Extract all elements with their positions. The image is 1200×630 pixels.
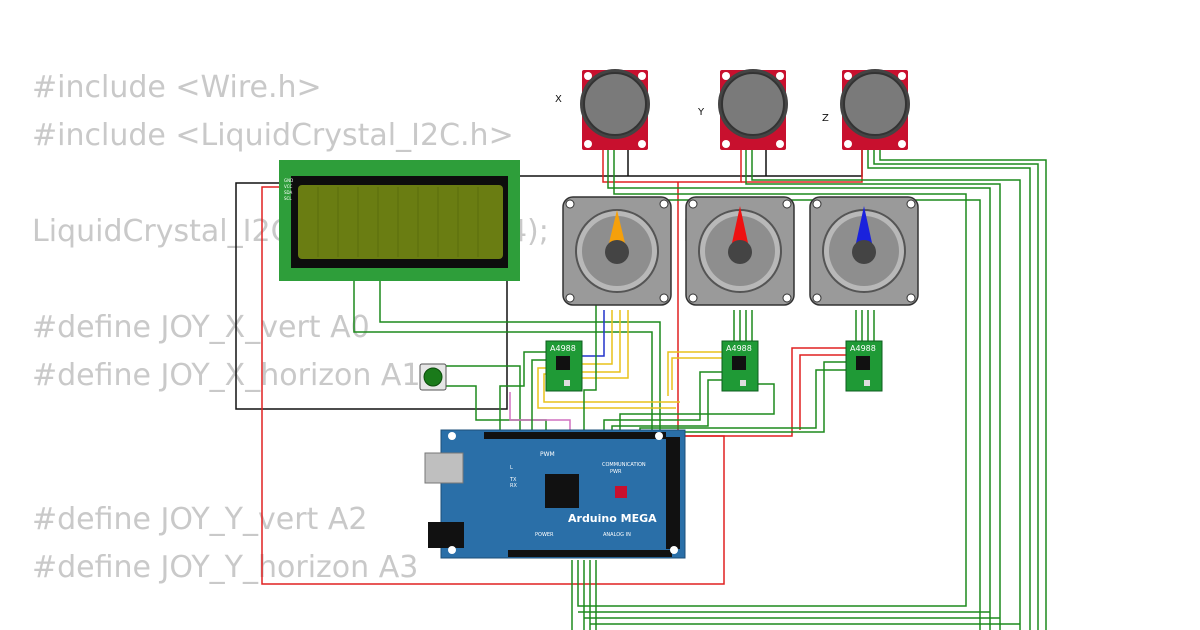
wire-green-m2 bbox=[733, 310, 753, 342]
joystick-y-label: Y bbox=[697, 107, 705, 118]
code-line: #define JOY_Y_horizon A3 bbox=[32, 550, 419, 585]
joystick-x-label: X bbox=[555, 94, 562, 105]
wire-green-m3 bbox=[855, 310, 875, 342]
wire-green-d1a bbox=[531, 359, 548, 436]
joystick-z-label: Z bbox=[822, 113, 829, 124]
wire-green-d2c bbox=[619, 383, 775, 436]
code-line: #define JOY_Y_vert A2 bbox=[32, 502, 368, 537]
driver-1-label: A4988 bbox=[550, 344, 576, 353]
wire-green-d1b bbox=[499, 351, 548, 436]
wire-green-btn bbox=[446, 365, 521, 436]
stepper-motor-2[interactable] bbox=[685, 196, 795, 306]
wire-blue-d1 bbox=[582, 310, 605, 357]
wire-red-joy bbox=[602, 148, 742, 183]
arduino-led-l: L bbox=[510, 465, 513, 471]
arduino-power-label: POWER bbox=[535, 532, 554, 538]
arduino-pwr-label: PWR bbox=[610, 469, 622, 475]
push-button[interactable] bbox=[419, 363, 447, 391]
code-line: #define JOY_X_vert A0 bbox=[32, 310, 370, 345]
wire-green-j3c bbox=[879, 148, 1047, 630]
wire-green-j1b bbox=[577, 148, 967, 607]
motor-1-pointer bbox=[609, 210, 625, 243]
arduino-mega[interactable]: Arduino MEGA PWM COMMUNICATION POWER ANA… bbox=[424, 429, 686, 559]
arduino-communication-label: COMMUNICATION bbox=[602, 462, 646, 468]
motor-3-pointer bbox=[856, 206, 872, 243]
lcd-module[interactable]: GND VCC SDA SCL bbox=[279, 160, 520, 281]
wire-red-drv3 bbox=[678, 347, 848, 437]
wire-pink-btn bbox=[509, 392, 571, 436]
arduino-led-rx: RX bbox=[510, 483, 517, 489]
driver-2[interactable]: A4988 bbox=[721, 340, 759, 392]
arduino-led-tx: TX bbox=[509, 477, 517, 483]
driver-2-label: A4988 bbox=[726, 344, 752, 353]
driver-3[interactable]: A4988 bbox=[845, 340, 883, 392]
driver-3-label: A4988 bbox=[850, 344, 876, 353]
driver-1[interactable]: A4988 bbox=[545, 340, 583, 392]
code-background: #include <Wire.h> #include <LiquidCrysta… bbox=[32, 64, 781, 592]
lcd-pin-sda: SDA bbox=[284, 190, 293, 195]
code-line: #include <LiquidCrystal_I2C.h> bbox=[32, 118, 514, 153]
arduino-pwm-label: PWM bbox=[540, 451, 555, 458]
stepper-motor-3[interactable] bbox=[809, 196, 919, 306]
wire-red-joy3 bbox=[741, 148, 863, 183]
joystick-z[interactable]: Z bbox=[822, 69, 910, 150]
wire-green-j3b bbox=[873, 148, 1039, 630]
wire-red-drv3b bbox=[799, 354, 848, 430]
code-line: #define JOY_X_horizon A1 bbox=[32, 358, 421, 393]
wire-yellow-d2b bbox=[671, 357, 724, 390]
wire-yellow-m1b bbox=[582, 310, 621, 373]
wire-green-btn2 bbox=[446, 385, 547, 436]
wire-yellow-d1a bbox=[537, 367, 676, 409]
wire-yellow-d2a bbox=[667, 351, 724, 396]
lcd-pin-vcc: VCC bbox=[284, 184, 293, 189]
joystick-x[interactable]: X bbox=[555, 69, 650, 150]
stepper-motor-1[interactable] bbox=[562, 196, 672, 306]
wire-green-d2a bbox=[603, 371, 724, 436]
motor-2-pointer bbox=[732, 206, 748, 243]
wire-green-j2b bbox=[751, 148, 1021, 630]
wire-green-j1a bbox=[607, 148, 991, 630]
wire-yellow-m1a bbox=[582, 310, 613, 365]
wire-green-d2b bbox=[611, 379, 724, 436]
lcd-pin-gnd: GND bbox=[284, 178, 293, 183]
lcd-pin-scl: SCL bbox=[284, 196, 292, 201]
wires bbox=[235, 148, 1047, 630]
code-line: #include <Wire.h> bbox=[32, 70, 322, 105]
arduino-name: Arduino MEGA bbox=[568, 512, 657, 525]
joystick-y[interactable]: Y bbox=[697, 69, 788, 150]
wire-green-j3a bbox=[867, 148, 1031, 630]
arduino-analog-in-label: ANALOG IN bbox=[603, 532, 631, 538]
wire-green-j2a bbox=[745, 148, 1001, 630]
wire-yellow-m1c bbox=[582, 310, 629, 379]
